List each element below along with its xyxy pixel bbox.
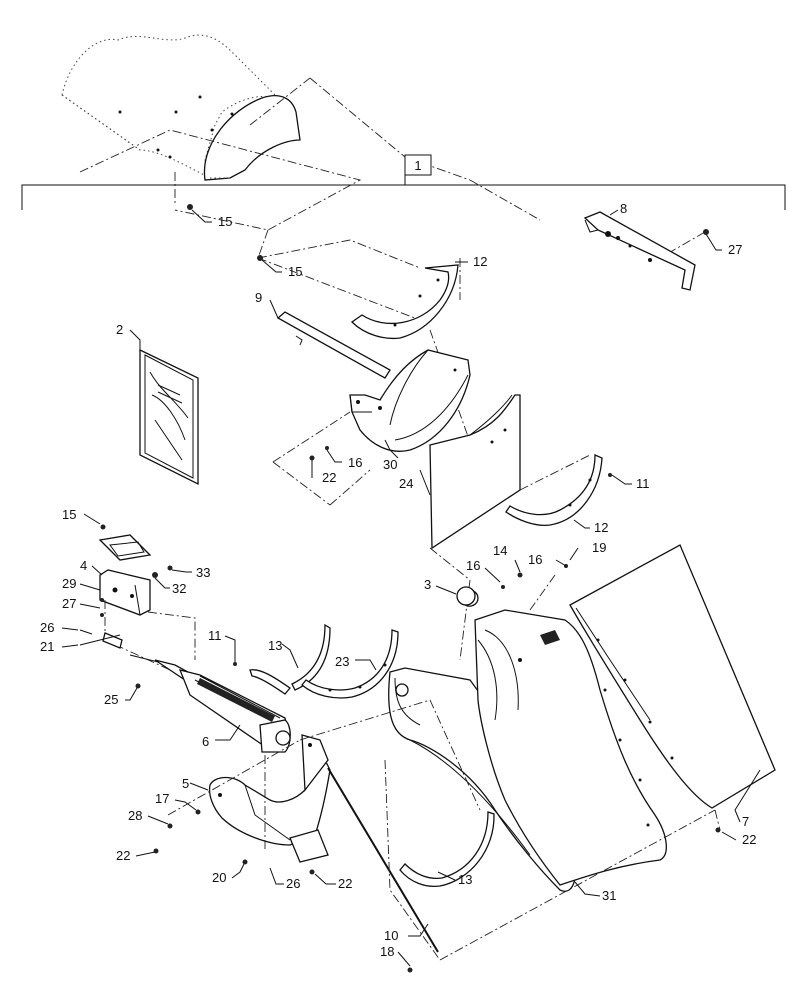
- callout-26: 26: [286, 876, 300, 891]
- reference-housing-outline: [61, 34, 301, 181]
- callout-11: 11: [208, 628, 222, 643]
- callout-12: 12: [594, 520, 608, 535]
- assembly-bracket: 1: [21, 154, 786, 210]
- callout-7: 7: [742, 814, 749, 829]
- callout-13: 13: [458, 872, 472, 887]
- callout-33: 33: [196, 565, 210, 580]
- callout-25: 25: [104, 692, 118, 707]
- callout-9: 9: [255, 290, 262, 305]
- assembly-callout-box: 1: [414, 158, 421, 173]
- part-30-trough: [349, 349, 471, 452]
- callout-20: 20: [212, 870, 226, 885]
- callout-16: 16: [466, 558, 480, 573]
- callout-24: 24: [399, 476, 413, 491]
- callout-12: 12: [473, 254, 487, 269]
- callout-30: 30: [383, 457, 397, 472]
- callout-5: 5: [182, 776, 189, 791]
- part-24-sheet: [429, 394, 521, 550]
- callout-21: 21: [40, 639, 54, 654]
- part-5-lower-trough: [208, 734, 331, 863]
- callout-18: 18: [380, 944, 394, 959]
- part-31-housing: [474, 609, 667, 886]
- callout-19: 19: [592, 540, 606, 555]
- callout-14: 14: [493, 543, 507, 558]
- callout-15: 15: [288, 264, 302, 279]
- callout-16: 16: [348, 455, 362, 470]
- callout-4: 4: [80, 558, 87, 573]
- callout-22: 22: [322, 470, 336, 485]
- part-12-upper-ring: [350, 264, 459, 340]
- callout-2: 2: [116, 322, 123, 337]
- part-4-bracket: [98, 534, 152, 616]
- callout-22: 22: [338, 876, 352, 891]
- fasteners: [79, 204, 721, 973]
- callout-labels: 15 15 12 8 27 9 2 16 22 30 24 11 12 15 4…: [40, 201, 756, 959]
- callout-8: 8: [620, 201, 627, 216]
- callout-27: 27: [728, 242, 742, 257]
- callout-6: 6: [202, 734, 209, 749]
- callout-27: 27: [62, 596, 76, 611]
- callout-16: 16: [528, 552, 542, 567]
- part-7-cover: [569, 544, 776, 809]
- callout-17: 17: [155, 791, 169, 806]
- callout-15: 15: [62, 507, 76, 522]
- parts-11-13-23-arcs: [249, 623, 399, 699]
- callout-10: 10: [384, 928, 398, 943]
- part-2-manual: [139, 348, 199, 486]
- part-8-bracket: [583, 211, 696, 291]
- part-6-actuator: [102, 632, 291, 753]
- callout-29: 29: [62, 576, 76, 591]
- callout-26: 26: [40, 620, 54, 635]
- callout-15: 15: [218, 214, 232, 229]
- part-13-lower-arc: [399, 811, 495, 888]
- leader-lines: [61, 209, 761, 967]
- callout-31: 31: [602, 888, 616, 903]
- callout-13: 13: [268, 638, 282, 653]
- callout-3: 3: [424, 577, 431, 592]
- part-12-lower-arc: [505, 454, 603, 526]
- callout-22: 22: [116, 848, 130, 863]
- callout-28: 28: [128, 808, 142, 823]
- callout-22: 22: [742, 832, 756, 847]
- callout-23: 23: [335, 654, 349, 669]
- callout-11: 11: [636, 476, 650, 491]
- callout-32: 32: [172, 581, 186, 596]
- part-10-rod: [327, 767, 439, 953]
- part-9-strip: [276, 311, 391, 379]
